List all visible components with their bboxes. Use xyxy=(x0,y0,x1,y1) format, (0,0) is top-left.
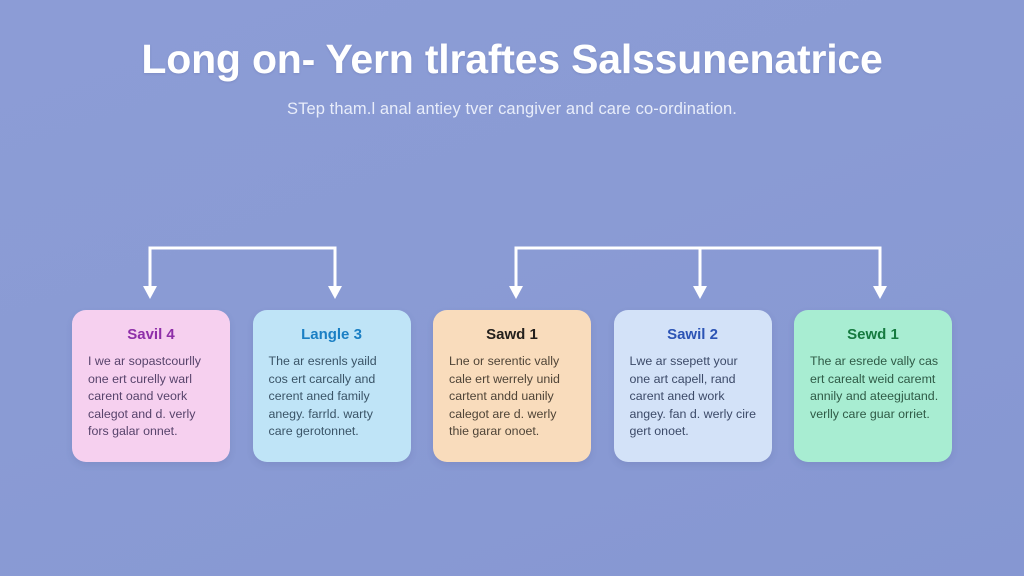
step-card-4-body: Lwe ar ssepett your one art capell, rand… xyxy=(629,354,757,439)
page-subtitle: STep tham.l anal antiey tver cangiver an… xyxy=(286,100,737,118)
step-card-2[interactable]: Langle 3 The ar esrenls yaild cos ert ca… xyxy=(252,310,411,462)
arrow-head-5-icon xyxy=(873,286,887,299)
step-card-3-title: Sawd 1 xyxy=(486,326,538,343)
step-card-5-title: Sewd 1 xyxy=(847,326,899,343)
step-card-2-body: The ar esrenls yaild cos ert carcally an… xyxy=(268,354,377,439)
step-card-3-body: Lne or serentic vally cale ert werrely u… xyxy=(449,354,560,439)
step-card-3[interactable]: Sawd 1 Lne or serentic vally cale ert we… xyxy=(433,310,591,462)
page-title: Long on- Yern tlraftes Salssunenatrice xyxy=(141,36,883,82)
step-card-5-body: The ar esrede vally cas ert carealt weid… xyxy=(810,354,939,421)
step-card-5[interactable]: Sewd 1 The ar esrede vally cas ert carea… xyxy=(794,310,952,462)
bracket-left-connector xyxy=(148,246,337,290)
step-card-1[interactable]: Savil 4 I we ar sopastcourlly one ert cu… xyxy=(72,310,230,462)
arrow-head-2-icon xyxy=(328,286,342,299)
header: Long on- Yern tlraftes Salssunenatrice S… xyxy=(0,34,1024,120)
step-card-4-title: Sawil 2 xyxy=(667,326,718,343)
step-card-4[interactable]: Sawil 2 Lwe ar ssepett your one art cape… xyxy=(613,310,772,462)
arrow-head-4-icon xyxy=(693,286,707,299)
step-card-2-title: Langle 3 xyxy=(301,326,362,343)
bracket-right-connector xyxy=(514,246,882,290)
step-card-1-title: Savil 4 xyxy=(127,326,175,343)
arrow-head-1-icon xyxy=(143,286,157,299)
step-card-1-body: I we ar sopastcourlly one ert curelly wa… xyxy=(88,354,201,439)
arrow-head-3-icon xyxy=(509,286,523,299)
cards-row: Savil 4 I we ar sopastcourlly one ert cu… xyxy=(72,310,952,462)
